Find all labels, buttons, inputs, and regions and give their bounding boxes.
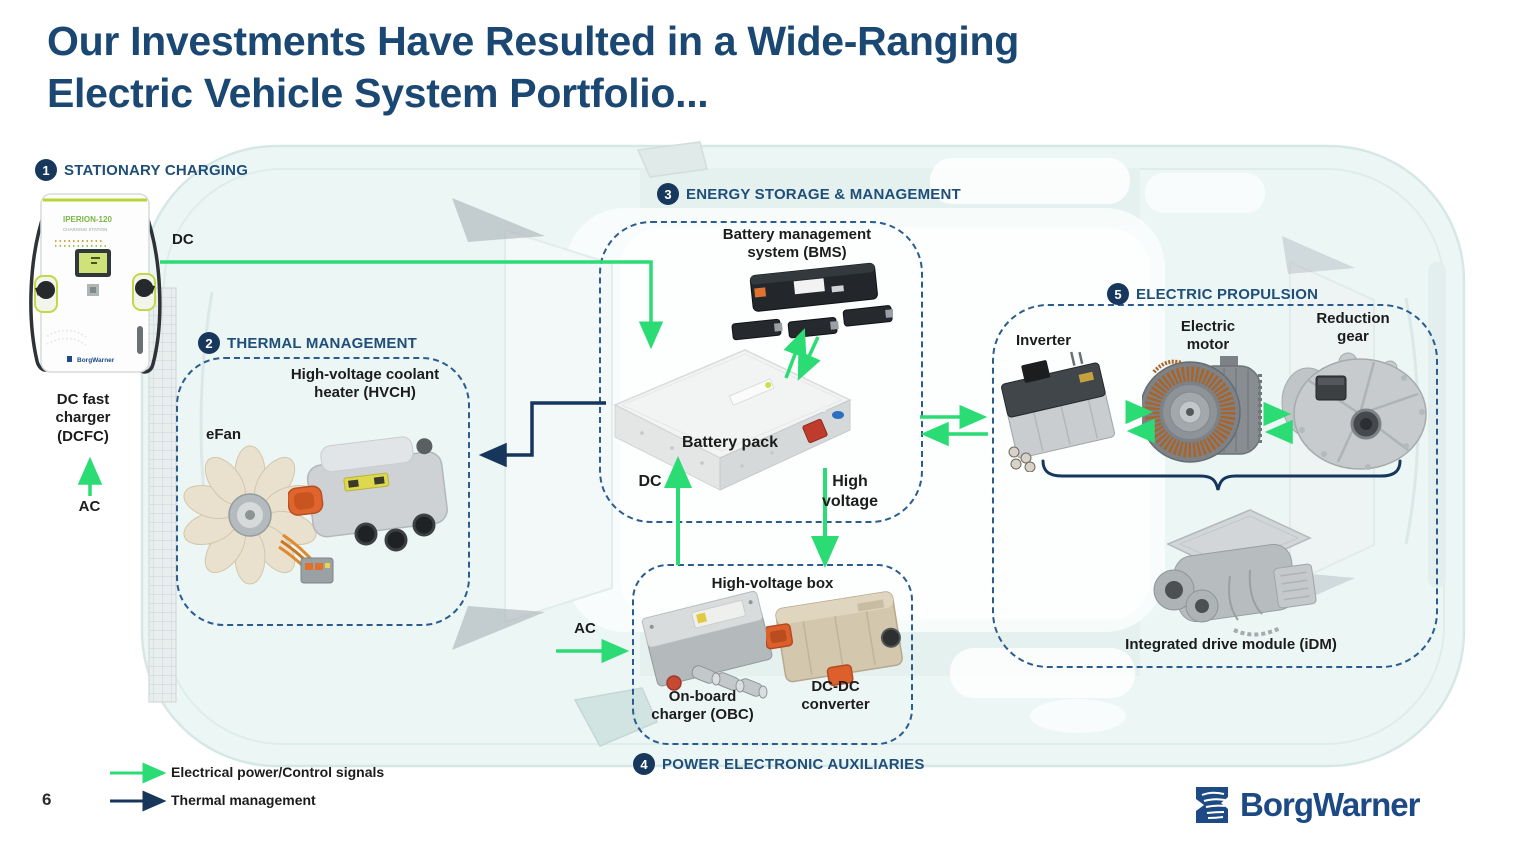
slide-title-line1: Our Investments Have Resulted in a Wide-… [47,18,1020,64]
thermal-management-box [176,357,470,626]
thermal-line-to-hvch [478,401,606,468]
section-header-thermal-management: 2 THERMAL MANAGEMENT [198,332,417,354]
idm-image [1153,509,1317,637]
electric-motor-label: Electric motor [1180,318,1236,354]
dcdc-converter-image [766,591,903,687]
energy-storage-box [599,221,923,523]
dc-top-label: DC [172,231,194,248]
ac-obc-label: AC [574,620,596,637]
charger-caption: DC fast charger (DCFC) [55,391,111,445]
bms-battery-arrow-up [783,328,807,379]
legend-electrical-label: Electrical power/Control signals [171,764,385,780]
section-title-power-electronics: POWER ELECTRONIC AUXILIARIES [662,755,925,773]
bms-label: Battery management system (BMS) [722,226,872,262]
electric-motor-image [1142,356,1262,463]
dc-fast-charger-image: IPERION-120 CHARGING STATION BorgWarner [29,193,162,374]
section-header-energy-storage: 3 ENERGY STORAGE & MANAGEMENT [657,183,961,205]
charger-model-sub-text: CHARGING STATION [63,227,107,232]
dc-line-charger-to-battery [160,260,664,350]
borgwarner-logo-icon [1196,787,1228,823]
reduction-gear-label: Reduction gear [1316,310,1390,346]
section-title-thermal-management: THERMAL MANAGEMENT [227,334,417,352]
hvch-image [288,436,448,552]
dc-mid-label: DC [638,473,662,490]
section-number-badge-4: 4 [633,753,655,775]
bms-image [731,262,893,341]
obc-image [641,590,773,699]
idm-label: Integrated drive module (iDM) [1125,636,1337,653]
charger-brand-text: BorgWarner [77,357,115,364]
idm-brace [1041,459,1402,491]
section-number-badge-1: 1 [35,159,57,181]
inverter-image [1001,351,1116,472]
obc-label: On-board charger (OBC) [651,688,754,724]
legend-thermal-label: Thermal management [171,792,316,808]
battery-pack-image [613,349,852,491]
page-number: 6 [42,790,52,809]
borgwarner-logo-text: BorgWarner [1240,786,1420,823]
section-header-stationary-charging: 1 STATIONARY CHARGING [35,159,248,181]
battery-pack-label: Battery pack [681,434,779,451]
inverter-label: Inverter [1016,332,1072,349]
slide-title: Our Investments Have Resulted in a Wide-… [47,16,1447,119]
section-header-power-electronics: 4 POWER ELECTRONIC AUXILIARIES [633,753,925,775]
slide-title-line2: Electric Vehicle System Portfolio... [47,69,709,116]
section-number-badge-5: 5 [1107,283,1129,305]
section-header-electric-propulsion: 5 ELECTRIC PROPULSION [1107,283,1318,305]
power-electronics-box [632,564,913,745]
reduction-gear-image [1281,352,1427,470]
section-title-electric-propulsion: ELECTRIC PROPULSION [1136,285,1319,303]
section-number-badge-3: 3 [657,183,679,205]
dcdc-label: DC-DC converter [801,678,870,714]
ac-charger-label: AC [78,498,101,515]
efan-label: eFan [206,426,242,443]
high-voltage-box-label: High-voltage box [711,575,834,592]
electric-propulsion-box [992,304,1438,668]
bms-battery-arrow-down [797,336,821,381]
high-voltage-label: High voltage [821,473,878,510]
hvch-label: High-voltage coolant heater (HVCH) [290,366,440,402]
section-title-stationary-charging: STATIONARY CHARGING [64,161,249,179]
charger-model-text: IPERION-120 [63,215,112,224]
efan-image [183,445,334,585]
section-number-badge-2: 2 [198,332,220,354]
section-title-energy-storage: ENERGY STORAGE & MANAGEMENT [686,185,961,203]
